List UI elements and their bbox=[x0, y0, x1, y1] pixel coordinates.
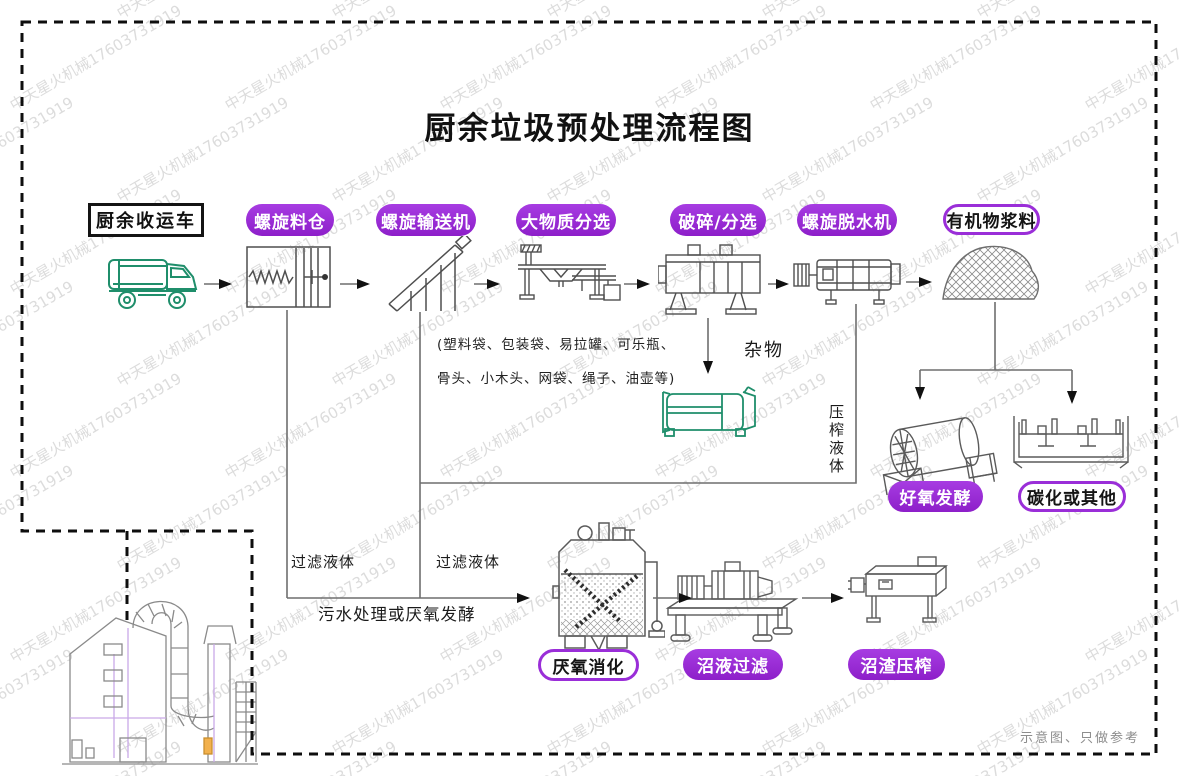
screw-conveyor-drawing bbox=[385, 236, 473, 314]
residue-press-drawing bbox=[848, 556, 954, 630]
sewage-treatment-label: 污水处理或厌氧发酵 bbox=[318, 605, 476, 624]
stage-box-collection-truck: 厨余收运车 bbox=[88, 203, 204, 237]
slurry-pile-drawing bbox=[940, 242, 1046, 302]
impurity-machine-drawing bbox=[660, 385, 760, 441]
stage-badge-dewatering: 螺旋脱水机 bbox=[797, 204, 897, 236]
crusher-machine-drawing bbox=[658, 243, 768, 317]
screw-hopper-drawing bbox=[246, 246, 332, 309]
carbonization-tank-drawing bbox=[1010, 410, 1132, 474]
stage-badge-bulk-sorting: 大物质分选 bbox=[516, 204, 616, 236]
stage-badge-screw-hopper: 螺旋料仓 bbox=[246, 204, 334, 236]
digester-tank-drawing bbox=[545, 522, 665, 654]
press-liquid-label: 压榨液体 bbox=[827, 404, 845, 476]
garbage-truck-drawing bbox=[105, 250, 201, 314]
stage-badge-organic-slurry: 有机物浆料 bbox=[943, 204, 1040, 235]
stage-badge-anaerobic-digestion: 厌氧消化 bbox=[538, 649, 639, 681]
impurity-label: 杂物 bbox=[744, 340, 784, 361]
disclaimer-note: 示意图、只做参考 bbox=[1019, 731, 1140, 746]
dewatering-machine-drawing bbox=[793, 252, 905, 306]
sorting-machine-drawing bbox=[510, 243, 622, 305]
stage-badge-residue-pressing: 沼渣压榨 bbox=[848, 649, 945, 680]
stage-badge-crushing: 破碎/分选 bbox=[670, 204, 766, 236]
press-liquid-line bbox=[420, 304, 857, 484]
impurity-note-line2: 骨头、小木头、网袋、绳子、油壶等) bbox=[437, 371, 676, 387]
filter-liquid-label-left: 过滤液体 bbox=[291, 553, 356, 571]
stage-badge-screw-conveyor: 螺旋输送机 bbox=[376, 204, 476, 236]
stage-badge-carbonization: 碳化或其他 bbox=[1018, 481, 1126, 512]
stage-badge-slurry-filtering: 沼液过滤 bbox=[683, 649, 783, 680]
impurity-note-line1: (塑料袋、包装袋、易拉罐、可乐瓶、 bbox=[437, 337, 676, 353]
page-title: 厨余垃圾预处理流程图 bbox=[424, 111, 755, 147]
filter-liquid-label-right: 过滤液体 bbox=[436, 553, 501, 571]
slurry-filter-pump-drawing bbox=[662, 556, 802, 646]
outer-dashed-border bbox=[20, 20, 1158, 756]
stage-badge-aerobic-fermentation: 好氧发酵 bbox=[888, 481, 983, 512]
